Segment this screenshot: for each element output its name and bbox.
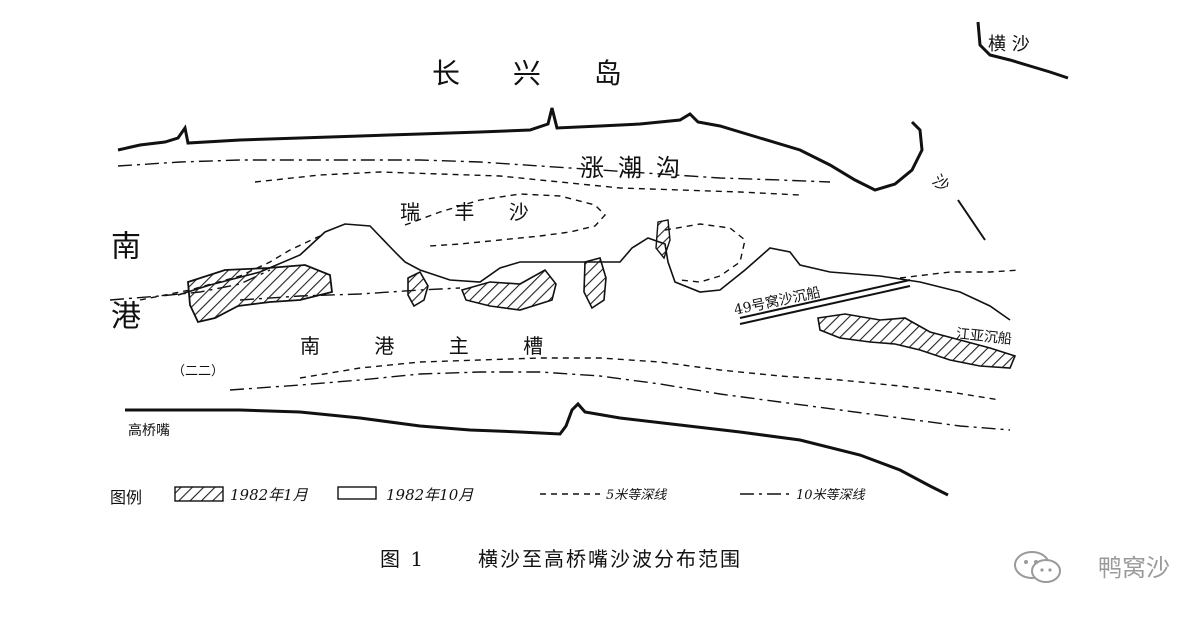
wechat-icon <box>1014 551 1061 583</box>
direction-line <box>957 199 986 241</box>
legend-label-oct: 1982年10月 <box>386 486 474 504</box>
isobath-5m-right-loop <box>664 223 746 283</box>
sandwave-zone-4 <box>583 257 607 310</box>
label-nangang-left: 南港 <box>105 230 140 370</box>
legend-label-5m: 5米等深线 <box>606 488 667 503</box>
label-changxing-island: 长 兴 岛 <box>432 57 644 90</box>
sandwave-zone-5 <box>655 219 671 260</box>
legend-swatch-jan <box>174 486 224 502</box>
legend-label-10m: 10米等深线 <box>796 488 865 503</box>
figure-number: 图 1 <box>380 547 426 571</box>
isobath-5m-right <box>899 269 1021 279</box>
isobath-5m-channel <box>299 357 1001 401</box>
legend-label-jan: 1982年1月 <box>230 486 308 504</box>
label-gaoqiaozui: 高桥嘴 <box>128 423 170 439</box>
label-hengsha: 横 沙 <box>988 34 1030 55</box>
sandwave-zone-2 <box>407 270 429 308</box>
hengsha-shoreline <box>976 21 1069 80</box>
figure-caption: 横沙至高桥嘴沙波分布范围 <box>478 547 742 571</box>
changxing-shoreline <box>117 107 924 192</box>
wreck-49-line-2 <box>739 285 911 325</box>
wreck-49-line <box>739 279 911 319</box>
watermark-text: 鸭窝沙 <box>1098 554 1170 582</box>
isobath-10m-upper <box>117 159 831 183</box>
sandwave-zone-6 <box>817 313 1017 369</box>
ruifeng-shoal-outline <box>177 223 1011 321</box>
label-nangang-main-channel: 南 港 主 槽 <box>300 334 568 358</box>
isobath-5m-ruifeng <box>404 193 606 247</box>
sandwave-zone-1 <box>187 264 333 324</box>
label-zhangchao-gou: 涨潮沟 <box>580 154 694 182</box>
south-shoreline <box>125 401 949 497</box>
isobath-5m-upper <box>254 171 801 196</box>
legend-swatch-oct <box>337 486 377 500</box>
label-ruifeng-sha: 瑞 丰 沙 <box>400 200 543 224</box>
legend-title: 图例 <box>110 488 143 507</box>
isobath-10m-channel <box>229 371 1011 431</box>
label-small-paren: （二二） <box>172 364 225 379</box>
sandwave-zone-3 <box>460 268 557 311</box>
